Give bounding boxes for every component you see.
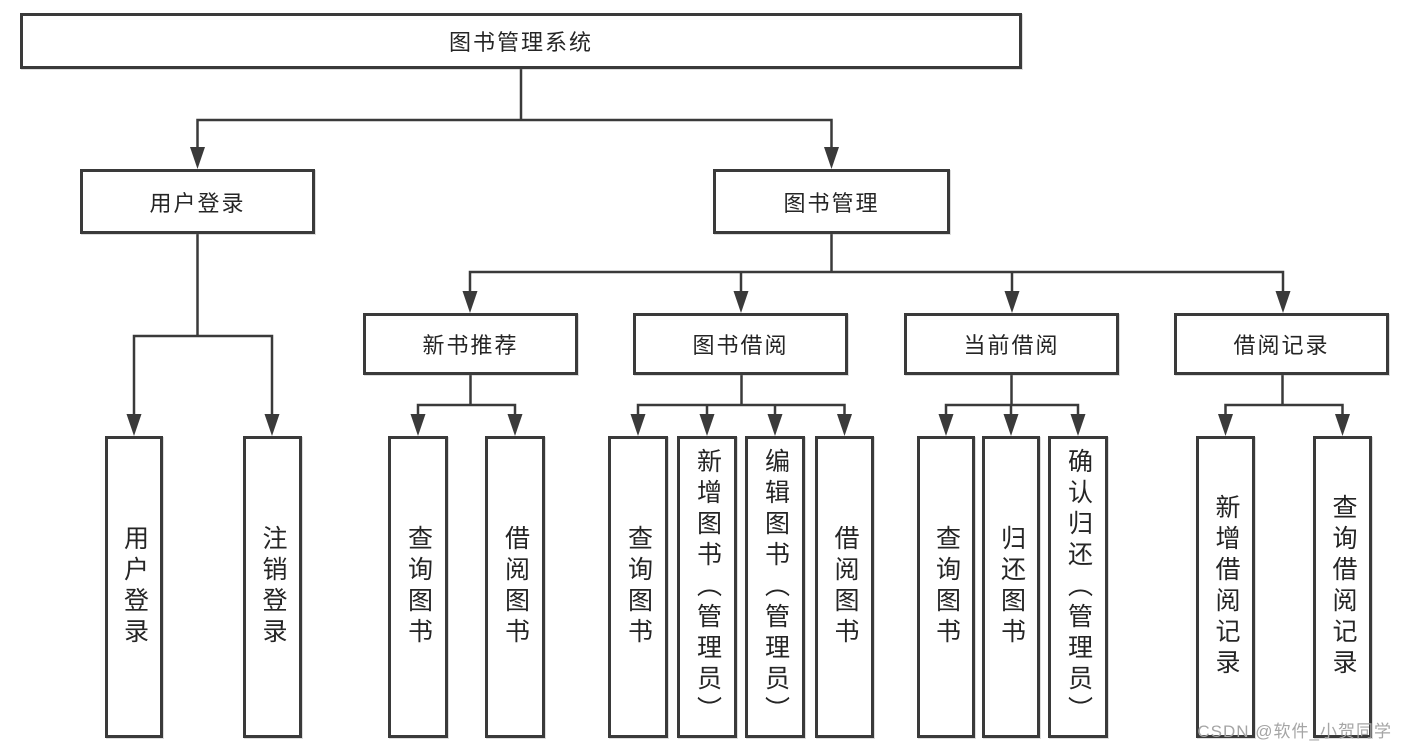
leaf-records-add-record: 新增借阅记录 [1196,436,1255,738]
node-user-login-group: 用户登录 [80,169,315,234]
node-book-borrow-label: 图书借阅 [692,333,789,358]
node-new-book-recommend: 新书推荐 [363,313,578,375]
leaf-current-confirm-return-admin-label: 确认归还（管理员） [1064,447,1093,727]
leaf-borrow-add-book-admin-label: 新增图书（管理员） [693,447,722,727]
csdn-watermark: CSDN @软件_小贺同学 [1197,722,1392,741]
leaf-borrow-add-book-admin: 新增图书（管理员） [677,436,737,738]
tree-edges [132,69,1344,416]
leaf-recommend-query-book: 查询图书 [388,436,448,738]
node-current-borrow-label: 当前借阅 [963,333,1060,358]
leaf-current-query-book: 查询图书 [917,436,975,738]
leaf-current-return-book-label: 归还图书 [997,525,1026,649]
leaf-recommend-borrow-book-label: 借阅图书 [501,525,530,649]
leaf-records-query-record-label: 查询借阅记录 [1329,494,1357,680]
leaf-records-query-record: 查询借阅记录 [1313,436,1372,738]
node-book-management: 图书管理 [713,169,950,234]
leaf-borrow-query-book-label: 查询图书 [624,525,653,649]
node-book-management-label: 图书管理 [783,190,880,216]
leaf-logout: 注销登录 [243,436,302,738]
leaf-current-return-book: 归还图书 [982,436,1040,738]
leaf-borrow-borrow-book: 借阅图书 [815,436,874,738]
leaf-current-query-book-label: 查询图书 [932,525,961,649]
leaf-user-login: 用户登录 [105,436,163,738]
node-root-system-label: 图书管理系统 [448,30,593,55]
node-root-system: 图书管理系统 [20,13,1022,69]
node-borrow-records: 借阅记录 [1174,313,1389,375]
arrowhead-icons [126,147,1350,436]
node-borrow-records-label: 借阅记录 [1233,333,1330,358]
leaf-borrow-borrow-book-label: 借阅图书 [831,525,859,649]
leaf-user-login-label: 用户登录 [120,525,149,649]
node-new-book-recommend-label: 新书推荐 [422,333,519,358]
leaf-borrow-edit-book-admin-label: 编辑图书（管理员） [761,447,790,727]
node-current-borrow: 当前借阅 [904,313,1119,375]
node-book-borrow: 图书借阅 [633,313,848,375]
leaf-logout-label: 注销登录 [259,525,287,649]
leaf-borrow-query-book: 查询图书 [608,436,668,738]
leaf-records-add-record-label: 新增借阅记录 [1212,494,1240,680]
node-user-login-group-label: 用户登录 [149,190,246,216]
leaf-recommend-query-book-label: 查询图书 [404,525,433,649]
leaf-recommend-borrow-book: 借阅图书 [485,436,545,738]
leaf-current-confirm-return-admin: 确认归还（管理员） [1048,436,1108,738]
leaf-borrow-edit-book-admin: 编辑图书（管理员） [745,436,805,738]
